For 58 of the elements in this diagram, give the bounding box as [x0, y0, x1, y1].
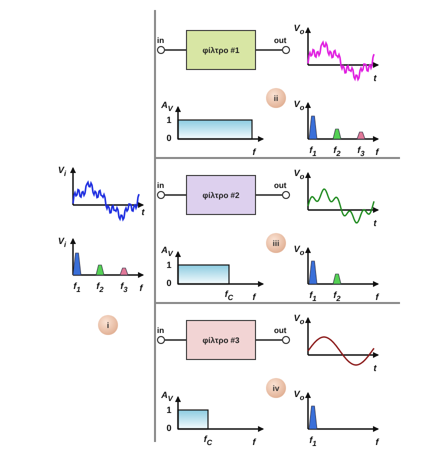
wire [165, 49, 186, 51]
axis-label: f$_{C}$ [204, 434, 212, 448]
axis-label: V$_{o}$ [294, 389, 304, 403]
wire [165, 194, 186, 196]
axis-label: V$_{o}$ [294, 168, 304, 182]
axis-label: t [142, 207, 144, 217]
axis-label: f$_{3}$ [120, 281, 128, 295]
axis-label: f$_{2}$ [96, 281, 104, 295]
axis-label: A$_{V}$ [161, 100, 173, 114]
axis-label: f$_{2}$ [333, 290, 341, 304]
terminal-label: out [274, 181, 286, 190]
wire [165, 339, 186, 341]
axis-label: t [374, 218, 376, 228]
axis-label: t [374, 73, 376, 83]
tick-label: 1 [166, 260, 172, 270]
axis-label: A$_{V}$ [161, 390, 173, 404]
axis-label: f$_{C}$ [224, 289, 234, 303]
axis-label: f$_{1}$ [73, 281, 81, 295]
axis-label: f$_{1}$ [309, 435, 317, 449]
wire [256, 49, 282, 51]
axis-label: A$_{V}$ [161, 245, 173, 259]
axis-label: f [252, 147, 256, 157]
axis-label: f$_{2}$ [333, 145, 341, 159]
wire [256, 339, 282, 341]
callout-number: ii [266, 88, 286, 108]
callout-number: iv [266, 378, 286, 398]
filter-box: φίλτρο #3 [186, 320, 256, 360]
axis-label: f [252, 437, 256, 447]
wire [256, 194, 282, 196]
axis-label: V$_{i}$ [58, 236, 66, 250]
axis-label: f [376, 437, 378, 447]
tick-label: 0 [166, 423, 172, 433]
tick-label: 0 [166, 278, 172, 288]
tick-label: 1 [166, 405, 172, 415]
terminal-label: out [274, 326, 286, 335]
axis-label: V$_{i}$ [58, 165, 66, 179]
axis-label: V$_{o}$ [294, 244, 304, 258]
tick-label: 0 [166, 133, 172, 143]
axis-label: f$_{1}$ [309, 145, 317, 159]
callout-number: iii [266, 233, 286, 253]
axis-label: f [376, 292, 378, 302]
axis-label: f$_{1}$ [309, 290, 317, 304]
terminal-label: out [274, 36, 286, 45]
axis-label: f [252, 292, 256, 302]
callout-number: i [98, 315, 118, 335]
filter-box: φίλτρο #2 [186, 175, 256, 215]
terminal-label: in [157, 326, 164, 335]
axis-label: V$_{o}$ [294, 313, 304, 327]
filter-box: φίλτρο #1 [186, 30, 256, 70]
axis-label: f [376, 147, 378, 157]
axis-label: V$_{o}$ [294, 23, 304, 37]
axis-label: f [140, 283, 142, 293]
tick-label: 1 [166, 115, 172, 125]
axis-label: V$_{o}$ [294, 99, 304, 113]
terminal-label: in [157, 181, 164, 190]
axis-label: t [374, 363, 376, 373]
terminal-label: in [157, 36, 164, 45]
axis-label: f$_{3}$ [357, 145, 365, 159]
